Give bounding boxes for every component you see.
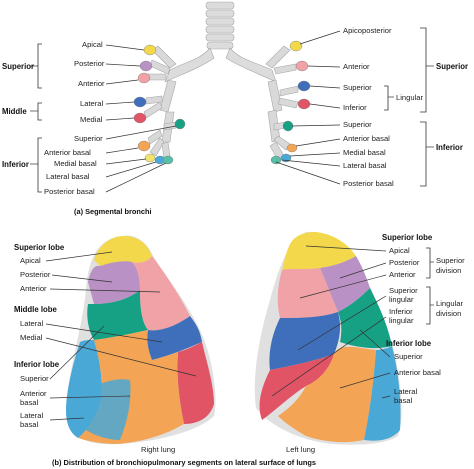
right-medial: Medial <box>20 333 43 342</box>
left-apical: Apical <box>389 246 410 255</box>
group-middle-right: Middle <box>2 107 27 116</box>
label-apicoposterior: Apicoposterior <box>343 26 392 35</box>
right-anterior-basal-1: Anterior <box>20 389 47 398</box>
label-medial-basal-right: Medial basal <box>54 159 97 168</box>
right-posterior: Posterior <box>20 270 51 279</box>
left-posterior: Posterior <box>389 258 420 267</box>
left-anterior-basal: Anterior basal <box>394 368 441 377</box>
left-lingular-division-1: Lingular <box>436 299 463 308</box>
right-lung-name: Right lung <box>141 445 175 454</box>
caption-b: (b) Distribution of bronchiopulmonary se… <box>52 458 316 467</box>
left-inferior-lingular-2: lingular <box>389 316 414 325</box>
left-lung <box>254 231 402 445</box>
left-lateral-basal-1: Lateral <box>394 387 418 396</box>
label-posterior: Posterior <box>74 59 105 68</box>
left-superior-lobe: Superior lobe <box>382 233 433 242</box>
left-lingular-division-2: division <box>436 309 461 318</box>
label-anterior-basal-left: Anterior basal <box>343 134 390 143</box>
panel-a-left-labels: Apicoposterior Anterior Superior Inferio… <box>275 26 468 188</box>
label-superior-right: Superior <box>74 134 103 143</box>
right-superior: Superior <box>20 374 49 383</box>
right-superior-lobe: Superior lobe <box>14 243 65 252</box>
left-anterior: Anterior <box>389 270 416 279</box>
label-anterior: Anterior <box>78 79 105 88</box>
right-lateral: Lateral <box>20 319 44 328</box>
label-medial-basal-left: Medial basal <box>343 148 386 157</box>
bronchial-tree <box>133 1 311 165</box>
left-lung-labels: Superior lobe Apical Posterior Anterior … <box>271 233 465 454</box>
left-superior-lingular-2: lingular <box>389 295 414 304</box>
left-superior-division-2: division <box>436 266 461 275</box>
group-superior-right: Superior <box>2 62 34 71</box>
label-anterior-basal-right: Anterior basal <box>44 148 91 157</box>
label-anterior-left: Anterior <box>343 62 370 71</box>
label-posterior-basal-left: Posterior basal <box>343 179 394 188</box>
right-anterior-basal-2: basal <box>20 398 38 407</box>
panel-a-right-labels: Superior Middle Inferior Apical Posterio… <box>2 40 177 196</box>
left-lung-name: Left lung <box>286 445 315 454</box>
right-lung <box>66 235 216 445</box>
left-inferior-lobe: Inferior lobe <box>386 339 432 348</box>
label-inferior-lingular: Inferior <box>343 103 367 112</box>
group-inferior-left: Inferior <box>436 143 463 152</box>
right-anterior: Anterior <box>20 284 47 293</box>
caption-a: (a) Segmental bronchi <box>74 207 152 216</box>
group-inferior-right: Inferior <box>2 160 29 169</box>
right-lateral-basal-1: Lateral <box>20 411 44 420</box>
right-inferior-lobe: Inferior lobe <box>14 360 60 369</box>
left-lateral-basal-2: basal <box>394 396 412 405</box>
label-superior-left: Superior <box>343 120 372 129</box>
left-superior-lingular-1: Superior <box>389 286 418 295</box>
left-superior-division-1: Superior <box>436 256 465 265</box>
left-superior: Superior <box>394 352 423 361</box>
label-posterior-basal-right: Posterior basal <box>44 187 95 196</box>
label-lateral-basal-left: Lateral basal <box>343 161 387 170</box>
label-medial: Medial <box>80 115 103 124</box>
label-apical: Apical <box>82 40 103 49</box>
group-lingular-left: Lingular <box>396 93 423 102</box>
label-superior-lingular: Superior <box>343 83 372 92</box>
left-inferior-lingular-1: Inferior <box>389 307 413 316</box>
right-lung-labels: Superior lobe Apical Posterior Anterior … <box>14 243 197 454</box>
label-lateral-basal-right: Lateral basal <box>46 172 90 181</box>
group-superior-left: Superior <box>436 62 468 71</box>
right-apical: Apical <box>20 256 41 265</box>
label-lateral: Lateral <box>80 99 104 108</box>
right-lateral-basal-2: basal <box>20 420 38 429</box>
right-middle-lobe: Middle lobe <box>14 305 58 314</box>
